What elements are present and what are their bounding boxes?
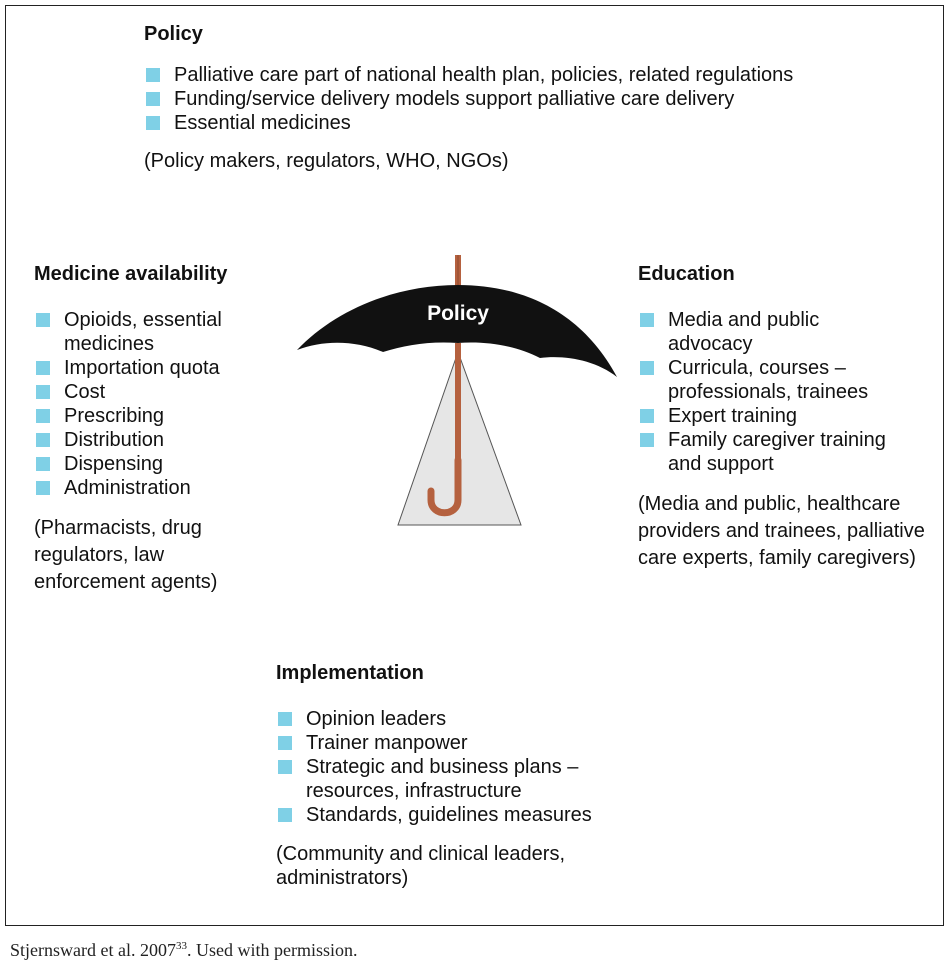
list-item: Media and public advocacy [638, 308, 848, 356]
policy-heading: Policy [144, 23, 203, 45]
medicine-section: Medicine availability Opioids, essential… [34, 262, 304, 596]
umbrella-label: Policy [427, 302, 489, 325]
list-item: Opioids, essential medicines [34, 308, 274, 356]
list-item: Opinion leaders [276, 707, 636, 731]
policy-list: Palliative care part of national health … [144, 63, 834, 135]
education-heading: Education [638, 263, 735, 285]
list-item: Dispensing [34, 452, 274, 476]
implementation-stakeholders: (Community and clinical leaders, adminis… [276, 843, 566, 889]
source-caption: Stjernsward et al. 200733. Used with per… [10, 940, 357, 961]
implementation-section: Implementation Opinion leaders Trainer m… [276, 661, 656, 890]
caption-text: Stjernsward et al. 2007 [10, 940, 176, 960]
education-stakeholders: (Media and public, healthcare providers … [638, 493, 925, 569]
list-item: Distribution [34, 428, 274, 452]
medicine-stakeholders: (Pharmacists, drug regulators, law enfor… [34, 517, 218, 593]
list-item: Curricula, courses – professionals, trai… [638, 356, 898, 404]
list-item: Importation quota [34, 356, 274, 380]
list-item: Trainer manpower [276, 731, 636, 755]
education-list: Media and public advocacy Curricula, cou… [638, 308, 898, 476]
list-item: Administration [34, 476, 274, 500]
list-item: Expert training [638, 404, 898, 428]
list-item: Strategic and business plans – resources… [276, 755, 606, 803]
policy-section: Policy Palliative care part of national … [144, 22, 864, 173]
education-section: Education Media and public advocacy Curr… [638, 262, 938, 572]
list-item: Cost [34, 380, 274, 404]
list-item: Family caregiver training and support [638, 428, 898, 476]
list-item: Funding/service delivery models support … [144, 87, 834, 111]
caption-reference: 33 [175, 940, 187, 952]
implementation-heading: Implementation [276, 662, 424, 684]
caption-suffix: . Used with permission. [186, 940, 358, 960]
umbrella-canopy [297, 285, 617, 377]
policy-stakeholders: (Policy makers, regulators, WHO, NGOs) [144, 150, 509, 172]
umbrella-handle [427, 456, 462, 517]
umbrella-icon: Policy [297, 255, 617, 526]
list-item: Palliative care part of national health … [144, 63, 814, 87]
list-item: Prescribing [34, 404, 274, 428]
medicine-list: Opioids, essential medicines Importation… [34, 308, 274, 500]
list-item: Essential medicines [144, 111, 834, 135]
list-item: Standards, guidelines measures [276, 803, 636, 827]
implementation-list: Opinion leaders Trainer manpower Strateg… [276, 707, 636, 827]
medicine-heading: Medicine availability [34, 263, 228, 285]
